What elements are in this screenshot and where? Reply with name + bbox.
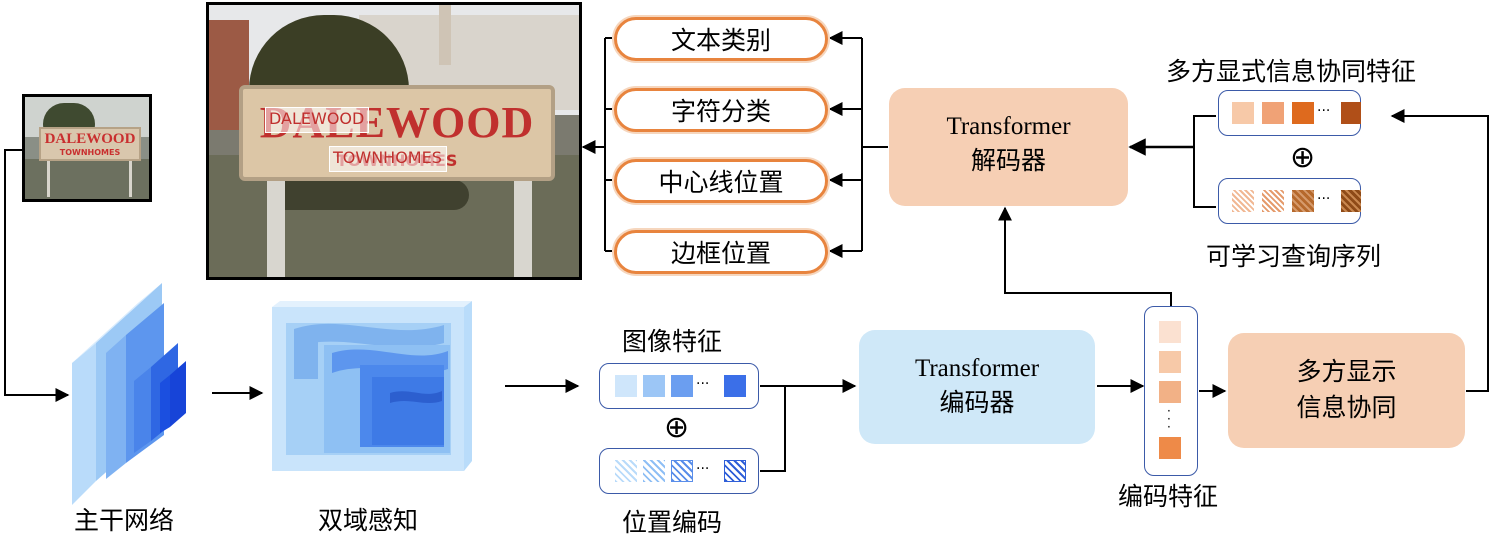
decoder-subtitle: 解码器 xyxy=(970,146,1046,175)
sign-post-left xyxy=(267,165,285,277)
encoder-title: Transformer xyxy=(914,355,1040,382)
query-vector: ··· xyxy=(1218,178,1361,224)
backbone-network xyxy=(66,283,196,508)
arrow-collab-to-queries xyxy=(1390,109,1489,392)
big-sign-board: DALEWOOD TOWNHOMES xyxy=(239,85,555,181)
arrow-encfeat-to-decoder xyxy=(998,206,1172,306)
positional-encoding-vector: ··· xyxy=(599,448,759,494)
decoder-title: Transformer xyxy=(946,113,1071,140)
collab-title: 多方显示 xyxy=(1296,357,1397,386)
output-head-centerline: 中心线位置 xyxy=(614,159,828,203)
dual-domain-perception xyxy=(272,301,482,479)
plus-symbol-top: ⊕ xyxy=(1290,140,1316,175)
small-sign-subtext: TOWNHOMES xyxy=(59,148,121,157)
arrow-image-to-backbone xyxy=(4,149,70,402)
output-head-bbox: 边框位置 xyxy=(614,230,828,274)
backbone-label: 主干网络 xyxy=(74,506,175,535)
output-head-text-class: 文本类别 xyxy=(614,17,828,61)
transformer-decoder: Transformer 解码器 xyxy=(889,88,1128,206)
collab-feature-vector: ··· xyxy=(1218,90,1361,136)
small-sign-text: DALEWOOD xyxy=(44,131,136,147)
collab-subtitle: 信息协同 xyxy=(1296,393,1397,422)
line-feat-merge xyxy=(760,385,786,472)
multi-party-collaboration: 多方显示 信息协同 xyxy=(1228,333,1465,448)
image-feature-vector: ··· xyxy=(599,363,759,409)
transformer-encoder: Transformer 编码器 xyxy=(859,330,1095,444)
explicit-collab-features-label: 多方显式信息协同特征 xyxy=(1166,57,1417,86)
encoder-subtitle: 编码器 xyxy=(939,388,1015,417)
sign-post-right xyxy=(514,165,532,277)
output-head-char-class: 字符分类 xyxy=(614,88,828,132)
encoded-feature-column: ··· xyxy=(1144,306,1198,476)
dual-domain-label: 双域感知 xyxy=(318,506,419,535)
small-sign-board: DALEWOOD TOWNHOMES xyxy=(39,127,141,161)
positional-encoding-label: 位置编码 xyxy=(622,508,723,537)
result-image: DALEWOOD TOWNHOMES DALEWOOD TOWNHOMES xyxy=(206,2,582,280)
detection-box-1 xyxy=(265,107,369,133)
line-query-bracket xyxy=(1193,115,1216,208)
image-features-label: 图像特征 xyxy=(622,327,723,356)
encoded-features-label: 编码特征 xyxy=(1118,482,1219,511)
detection-label-1: DALEWOOD xyxy=(269,109,365,128)
input-image: DALEWOOD TOWNHOMES xyxy=(22,94,152,202)
detection-label-2: TOWNHOMES xyxy=(333,148,442,167)
detection-box-2 xyxy=(329,146,447,172)
plus-symbol-bottom: ⊕ xyxy=(664,410,690,445)
learnable-queries-label: 可学习查询序列 xyxy=(1206,242,1382,271)
